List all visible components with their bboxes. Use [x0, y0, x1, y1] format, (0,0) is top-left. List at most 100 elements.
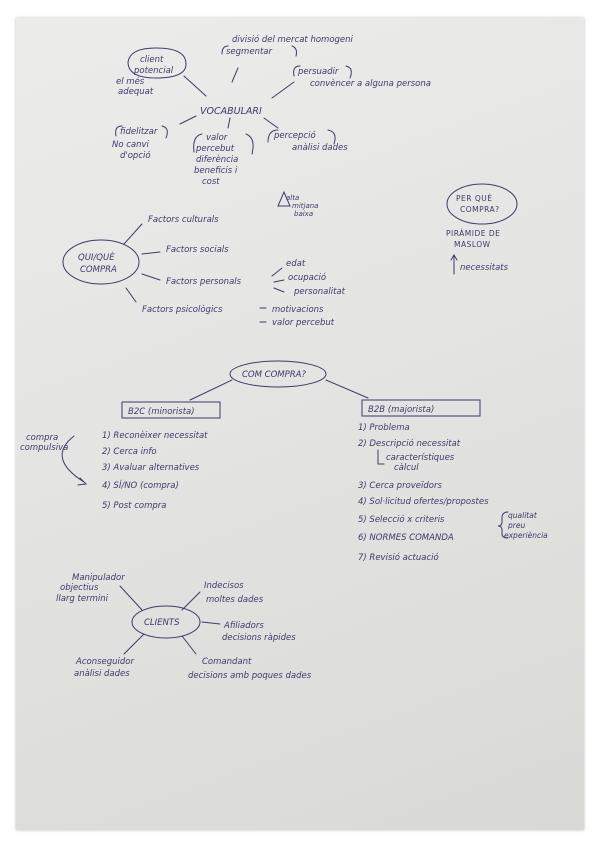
connector [119, 585, 143, 611]
b2b-step-7: 7) Revisió actuació [358, 552, 439, 563]
valor-1: valor [206, 133, 228, 143]
b2b-criteria-1: qualitat [508, 511, 538, 520]
fidelitzar: fidelitzar [120, 127, 158, 137]
client-potencial-bracket [127, 47, 187, 79]
fidelitzar-note-2: d'opció [120, 150, 151, 161]
b2b-step-2-sub-1: característiques [386, 453, 455, 463]
percepcio-note: anàlisi dades [292, 143, 348, 153]
b2c-step-1: 1) Reconèixer necessitat [102, 430, 208, 441]
valor-note-3: cost [202, 177, 220, 187]
com-compra-bubble [229, 360, 327, 388]
comandant-title: Comandant [202, 657, 252, 667]
connector [181, 635, 197, 655]
b2b-step-2: 2) Descripció necessitat [358, 438, 461, 449]
connector [141, 273, 161, 281]
b2b-step-4: 4) Sol·licitud ofertes/propostes [358, 497, 489, 507]
persuadir-bracket [293, 65, 352, 79]
b2b-criteria-2: preu [507, 521, 525, 530]
cultural-level-3: baixa [294, 210, 313, 218]
personal-item-1: edat [286, 259, 306, 269]
connector [271, 267, 283, 277]
connector [189, 379, 233, 401]
b2b-box [361, 399, 481, 417]
connector [263, 117, 279, 129]
factors-socials: Factors socials [166, 245, 229, 255]
b2c-step-3: 3) Avaluar alternatives [102, 463, 200, 473]
indecisos-title: Indecisos [204, 581, 244, 591]
cultural-level-1: alta [286, 194, 299, 202]
connector [179, 115, 197, 125]
b2b-step-6: 6) NORMES COMANDA [358, 533, 454, 543]
manipulador-note-1: objectius [60, 583, 99, 593]
segmentar-note: divisió del mercat homogeni [232, 34, 354, 45]
comandant-note: decisions amb poques dades [188, 671, 312, 681]
persuadir: persuadir [297, 67, 339, 77]
connector [201, 621, 221, 625]
clients-title: CLIENTS [144, 618, 180, 628]
arrow-head-icon [77, 477, 88, 486]
afiliadors-title: Afiliadors [223, 621, 264, 631]
client-note-1: el més [116, 76, 145, 87]
client-note-2: adequat [118, 87, 154, 97]
maslow-2: MASLOW [454, 240, 491, 249]
b2c-side-note-2: compulsiva [20, 443, 68, 453]
b2c-step-5: 5) Post compra [102, 501, 166, 511]
b2c-box [121, 401, 221, 419]
fidelitzar-note-1: No canvi [112, 140, 150, 150]
maslow-1: PIRÀMIDE DE [446, 229, 500, 238]
connector [125, 287, 137, 303]
client-potencial-1: client [140, 55, 164, 65]
clients-bubble [131, 605, 201, 639]
factors-culturals: Factors culturals [148, 215, 219, 225]
necessitats: necessitats [460, 263, 509, 273]
valor-note-1: diferència [196, 154, 238, 165]
com-compra-title: COM COMPRA? [242, 370, 306, 380]
b2b-step-3: 3) Cerca proveïdors [358, 481, 442, 491]
connector [325, 379, 369, 399]
connector [377, 449, 385, 465]
handwritten-notes: VOCABULARI client potencial el més adequ… [20, 34, 548, 681]
connector [271, 81, 295, 99]
personal-item-2: ocupació [288, 272, 326, 283]
aconseguidor-note: anàlisi dades [74, 669, 130, 679]
connector [181, 591, 201, 611]
b2c-step-2: 2) Cerca info [102, 447, 157, 457]
b2b-step-5: 5) Selecció x criteris [358, 514, 445, 525]
connector [273, 279, 285, 283]
personal-item-3: personalitat [293, 287, 346, 297]
valor-note-2: beneficis i [194, 166, 238, 176]
connector [273, 287, 285, 293]
connector [227, 117, 231, 129]
cultural-level-2: mitjana [292, 202, 318, 210]
fidelitzar-bracket [115, 125, 168, 139]
psicologic-item-1: motivacions [272, 305, 324, 315]
connector [123, 633, 145, 655]
percepcio-bracket [267, 129, 336, 145]
percepcio: percepció [273, 130, 316, 141]
persuadir-note: convèncer a alguna persona [310, 78, 431, 89]
segmentar: segmentar [226, 47, 272, 57]
b2b-step-2-sub-2: càlcul [394, 463, 419, 473]
qui-que-bubble [62, 239, 140, 285]
factors-personals: Factors personals [166, 277, 242, 287]
manipulador-title: Manipulador [72, 573, 125, 583]
b2b-step-1: 1) Problema [358, 423, 410, 433]
qui-que-title-1: QUI/QUÈ [78, 251, 115, 263]
vocabulari-title: VOCABULARI [200, 106, 262, 117]
client-potencial-2: potencial [133, 66, 174, 76]
connector [231, 67, 239, 83]
valor-2: percebut [195, 144, 235, 154]
b2c-side-note-1: compra [26, 433, 58, 443]
psicologic-item-2: valor percebut [272, 318, 335, 328]
triangle-icon [277, 190, 291, 207]
per-que-bubble [446, 183, 518, 225]
per-que-title-2: COMPRA? [460, 205, 500, 214]
criteria-brace [497, 511, 509, 539]
valor-bracket [193, 133, 254, 155]
segmentar-bracket [221, 45, 297, 57]
connector [141, 251, 161, 255]
paper-sheet: VOCABULARI client potencial el més adequ… [16, 18, 584, 830]
b2c-step-4: 4) SÍ/NO (compra) [102, 479, 179, 491]
per-que-title-1: PER QUÈ [456, 194, 493, 203]
b2b-title: B2B (majorista) [368, 405, 434, 415]
